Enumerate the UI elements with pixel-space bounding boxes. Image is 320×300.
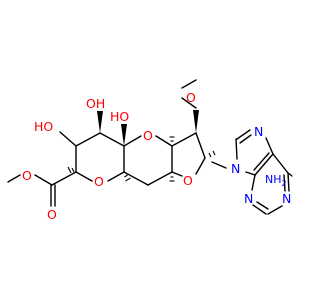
atom-o-ring-lower: O bbox=[94, 174, 104, 189]
hash-c5-h bbox=[124, 174, 131, 182]
atom-n1: N bbox=[282, 191, 291, 206]
bond-c1f-n9 bbox=[211, 161, 227, 169]
bond-n1-c6-a bbox=[287, 172, 290, 192]
bond-c3-c2f bbox=[195, 132, 206, 159]
bond-ch2-c5 bbox=[123, 171, 149, 186]
bond-c8-n7-a bbox=[236, 129, 251, 140]
atom-label-layer: HO OH HO O O O O O O N N N N NH2 bbox=[22, 90, 291, 222]
atom-o-furan: O bbox=[183, 173, 193, 188]
atom-nh2: NH2 bbox=[265, 173, 287, 188]
bond-o-upper-c3a bbox=[155, 135, 173, 147]
atom-o-ester: O bbox=[22, 168, 32, 183]
bond-c8-n7-b bbox=[239, 134, 252, 144]
atom-ho-c4: HO bbox=[110, 109, 129, 124]
atom-n3: N bbox=[244, 191, 253, 206]
stereo-layer bbox=[67, 110, 216, 182]
atom-oh-c3: OH bbox=[86, 96, 105, 111]
bond-c5-c4b bbox=[253, 152, 270, 171]
bond-n9-c8 bbox=[235, 138, 238, 160]
wedge-c4-oh bbox=[121, 124, 127, 146]
bond-c6-nh2 bbox=[287, 172, 293, 177]
bond-c2f-o bbox=[195, 157, 206, 175]
bond-n3-c2-a bbox=[252, 204, 267, 215]
bond-c5-c4a bbox=[254, 153, 274, 176]
hash-c1-h bbox=[67, 166, 75, 174]
bond-c4-n9 bbox=[245, 171, 256, 176]
bond-o-methyl bbox=[7, 174, 21, 183]
hash-c7a-h bbox=[169, 176, 175, 182]
atom-ho-c2: HO bbox=[34, 119, 53, 134]
wedge-c3-ome bbox=[193, 110, 199, 133]
bond-n3-c2-b bbox=[256, 201, 269, 210]
bond-c4-o-upper bbox=[123, 135, 142, 147]
bond-c6-c5 bbox=[272, 153, 289, 174]
wedge-c3-oh bbox=[97, 111, 103, 133]
bond-o-c1 bbox=[75, 171, 93, 182]
bond-o-c7a bbox=[171, 171, 183, 177]
bond-n1-c6-b bbox=[283, 174, 286, 192]
atom-o-ring-upper: O bbox=[143, 128, 153, 143]
bond-c7a-ch2 bbox=[147, 171, 173, 186]
atom-o-carbonyl: O bbox=[47, 207, 57, 222]
bond-c3a-c3 bbox=[171, 132, 197, 147]
bond-c4-n3 bbox=[251, 174, 256, 191]
bond-c1-ester-c bbox=[51, 171, 77, 186]
hash-c3a-h bbox=[169, 136, 175, 142]
bond-c5-o bbox=[107, 171, 125, 182]
bond-methoxy-c-o bbox=[181, 97, 197, 109]
atom-o-methoxy: O bbox=[186, 90, 196, 105]
bond-c2-ho bbox=[59, 131, 77, 147]
molecule-structure: HO OH HO O O O O O O N N N N NH2 bbox=[7, 79, 293, 222]
bond-layer bbox=[7, 97, 293, 215]
bond-n7-c5 bbox=[265, 137, 274, 155]
bond-c3-c4 bbox=[99, 132, 125, 147]
bond-c2-n1 bbox=[267, 205, 283, 215]
atom-n7: N bbox=[254, 124, 263, 139]
atom-n9: N bbox=[231, 161, 240, 176]
bond-c2-c3 bbox=[75, 132, 101, 147]
hash-c2f-h bbox=[208, 150, 216, 158]
bond-ester-c-o-single bbox=[34, 174, 53, 186]
bond-methoxy-methyl bbox=[181, 79, 197, 89]
